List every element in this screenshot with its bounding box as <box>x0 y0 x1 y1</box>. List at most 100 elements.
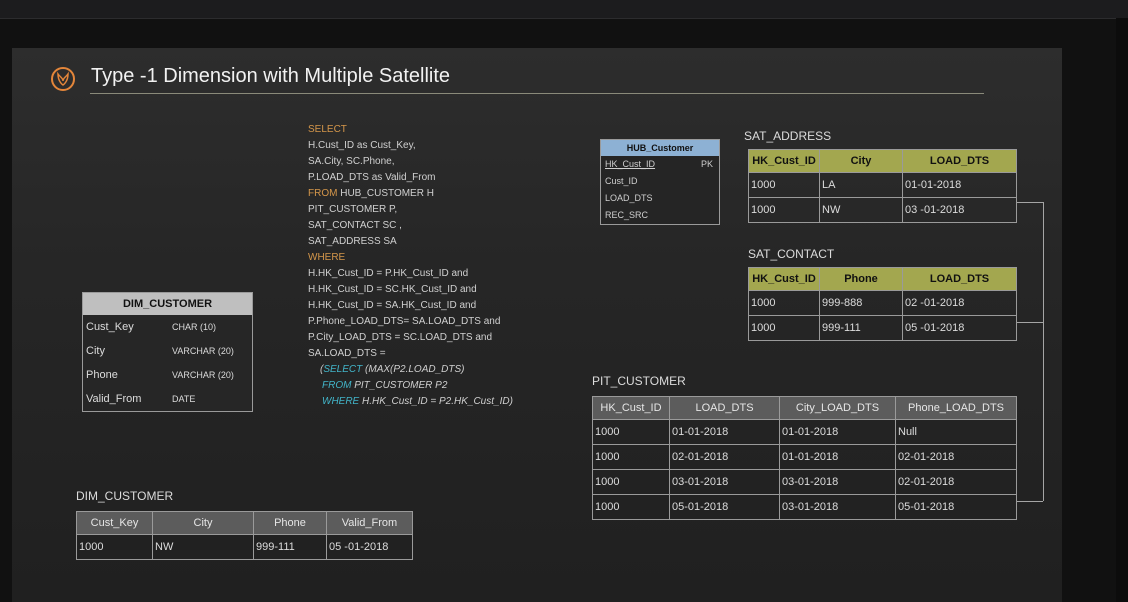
table-header-row: HK_Cust_ID City LOAD_DTS <box>748 149 1017 173</box>
sql-query: SELECT H.Cust_ID as Cust_Key, SA.City, SC.… <box>308 122 513 410</box>
hub-row: LOAD_DTS <box>605 193 653 203</box>
table-cell: 03-01-2018 <box>779 494 896 520</box>
table-cell: 999-111 <box>819 315 903 341</box>
table-cell: 1000 <box>748 172 820 198</box>
table-header-row: Cust_Key City Phone Valid_From <box>76 511 413 535</box>
sql-line: P.Phone_LOAD_DTS= SA.LOAD_DTS and <box>308 316 501 327</box>
title-divider <box>90 93 984 94</box>
table-cell: 03-01-2018 <box>669 469 780 495</box>
table-cell: 01-01-2018 <box>779 419 896 445</box>
slide: Type -1 Dimension with Multiple Satellit… <box>12 48 1062 602</box>
table-cell: 01-01-2018 <box>902 172 1017 198</box>
column-header: City <box>152 511 254 535</box>
sql-line: WHERE H.HK_Cust_ID = P2.HK_Cust_ID) <box>322 396 513 407</box>
sql-line: SELECT <box>308 124 347 135</box>
table-row: 1000 NW 03 -01-2018 <box>748 197 1017 223</box>
column-header: LOAD_DTS <box>902 267 1017 291</box>
table-cell: 02-01-2018 <box>669 444 780 470</box>
dim-customer-result-label: DIM_CUSTOMER <box>76 489 174 503</box>
table-cell: LA <box>819 172 903 198</box>
table-cell: 01-01-2018 <box>779 444 896 470</box>
table-cell: 05 -01-2018 <box>902 315 1017 341</box>
column-header: Phone <box>819 267 903 291</box>
table-cell: 1000 <box>748 315 820 341</box>
table-cell: 999-111 <box>253 534 327 560</box>
table-cell: 02 -01-2018 <box>902 290 1017 316</box>
sql-line: H.HK_Cust_ID = SA.HK_Cust_ID and <box>308 300 477 311</box>
table-header-row: HK_Cust_ID LOAD_DTS City_LOAD_DTS Phone_… <box>592 396 1017 420</box>
sql-line: FROM PIT_CUSTOMER P2 <box>322 380 448 391</box>
table-cell: 1000 <box>748 197 820 223</box>
connector-line <box>1017 202 1043 203</box>
table-cell: 1000 <box>748 290 820 316</box>
column-header: Phone <box>253 511 327 535</box>
table-cell: 1000 <box>592 494 670 520</box>
pit-customer-table: HK_Cust_ID LOAD_DTS City_LOAD_DTS Phone_… <box>592 396 1017 520</box>
table-cell: 05-01-2018 <box>895 494 1017 520</box>
sql-line: SA.LOAD_DTS = <box>308 348 386 359</box>
table-cell: 05 -01-2018 <box>326 534 413 560</box>
sql-line: P.LOAD_DTS as Valid_From <box>308 172 436 183</box>
table-row: 1000 LA 01-01-2018 <box>748 172 1017 198</box>
column-header: LOAD_DTS <box>902 149 1017 173</box>
sat-address-table: HK_Cust_ID City LOAD_DTS 1000 LA 01-01-2… <box>748 149 1017 223</box>
sat-address-label: SAT_ADDRESS <box>744 129 832 143</box>
column-header: HK_Cust_ID <box>592 396 670 420</box>
sql-line: WHERE <box>308 252 346 263</box>
sql-line: FROM HUB_CUSTOMER H <box>308 188 434 199</box>
table-cell: 02-01-2018 <box>895 469 1017 495</box>
column-header: LOAD_DTS <box>669 396 780 420</box>
dim-customer-result-table: Cust_Key City Phone Valid_From 1000 NW 9… <box>76 511 413 560</box>
table-row: 1000 NW 999-111 05 -01-2018 <box>76 534 413 560</box>
slide-title: Type -1 Dimension with Multiple Satellit… <box>91 65 451 87</box>
sql-line: H.Cust_ID as Cust_Key, <box>308 140 416 151</box>
table-cell: 1000 <box>592 444 670 470</box>
column-header: Phone_LOAD_DTS <box>895 396 1017 420</box>
sql-line: (SELECT (MAX(P2.LOAD_DTS) <box>320 364 465 375</box>
sql-line: PIT_CUSTOMER P, <box>308 204 398 215</box>
column-header: City <box>819 149 903 173</box>
hub-row: REC_SRC <box>605 210 649 220</box>
sat-contact-table: HK_Cust_ID Phone LOAD_DTS 1000 999-888 0… <box>748 267 1017 341</box>
sql-line: SAT_ADDRESS SA <box>308 236 397 247</box>
table-row: 1000 999-888 02 -01-2018 <box>748 290 1017 316</box>
table-cell: NW <box>152 534 254 560</box>
logo-icon <box>51 67 75 91</box>
sql-line: H.HK_Cust_ID = P.HK_Cust_ID and <box>308 268 469 279</box>
table-cell: NW <box>819 197 903 223</box>
column-header: HK_Cust_ID <box>748 267 820 291</box>
table-cell: 03-01-2018 <box>779 469 896 495</box>
table-cell: 02-01-2018 <box>895 444 1017 470</box>
sql-line: SAT_CONTACT SC , <box>308 220 402 231</box>
table-cell: 01-01-2018 <box>669 419 780 445</box>
table-cell: 1000 <box>592 469 670 495</box>
top-bar <box>0 0 1128 19</box>
right-edge-strip <box>1116 18 1128 602</box>
table-cell: 999-888 <box>819 290 903 316</box>
column-header: HK_Cust_ID <box>748 149 820 173</box>
connector-line <box>1017 322 1043 323</box>
table-row: 1000 999-111 05 -01-2018 <box>748 315 1017 341</box>
connector-line <box>1017 501 1043 502</box>
table-cell: 03 -01-2018 <box>902 197 1017 223</box>
table-cell: Null <box>895 419 1017 445</box>
sql-line: H.HK_Cust_ID = SC.HK_Cust_ID and <box>308 284 477 295</box>
sql-line: SA.City, SC.Phone, <box>308 156 395 167</box>
table-cell: 1000 <box>592 419 670 445</box>
table-header-row: HK_Cust_ID Phone LOAD_DTS <box>748 267 1017 291</box>
column-header: Valid_From <box>326 511 413 535</box>
column-header: Cust_Key <box>76 511 153 535</box>
sql-line: P.City_LOAD_DTS = SC.LOAD_DTS and <box>308 332 493 343</box>
column-header: City_LOAD_DTS <box>779 396 896 420</box>
